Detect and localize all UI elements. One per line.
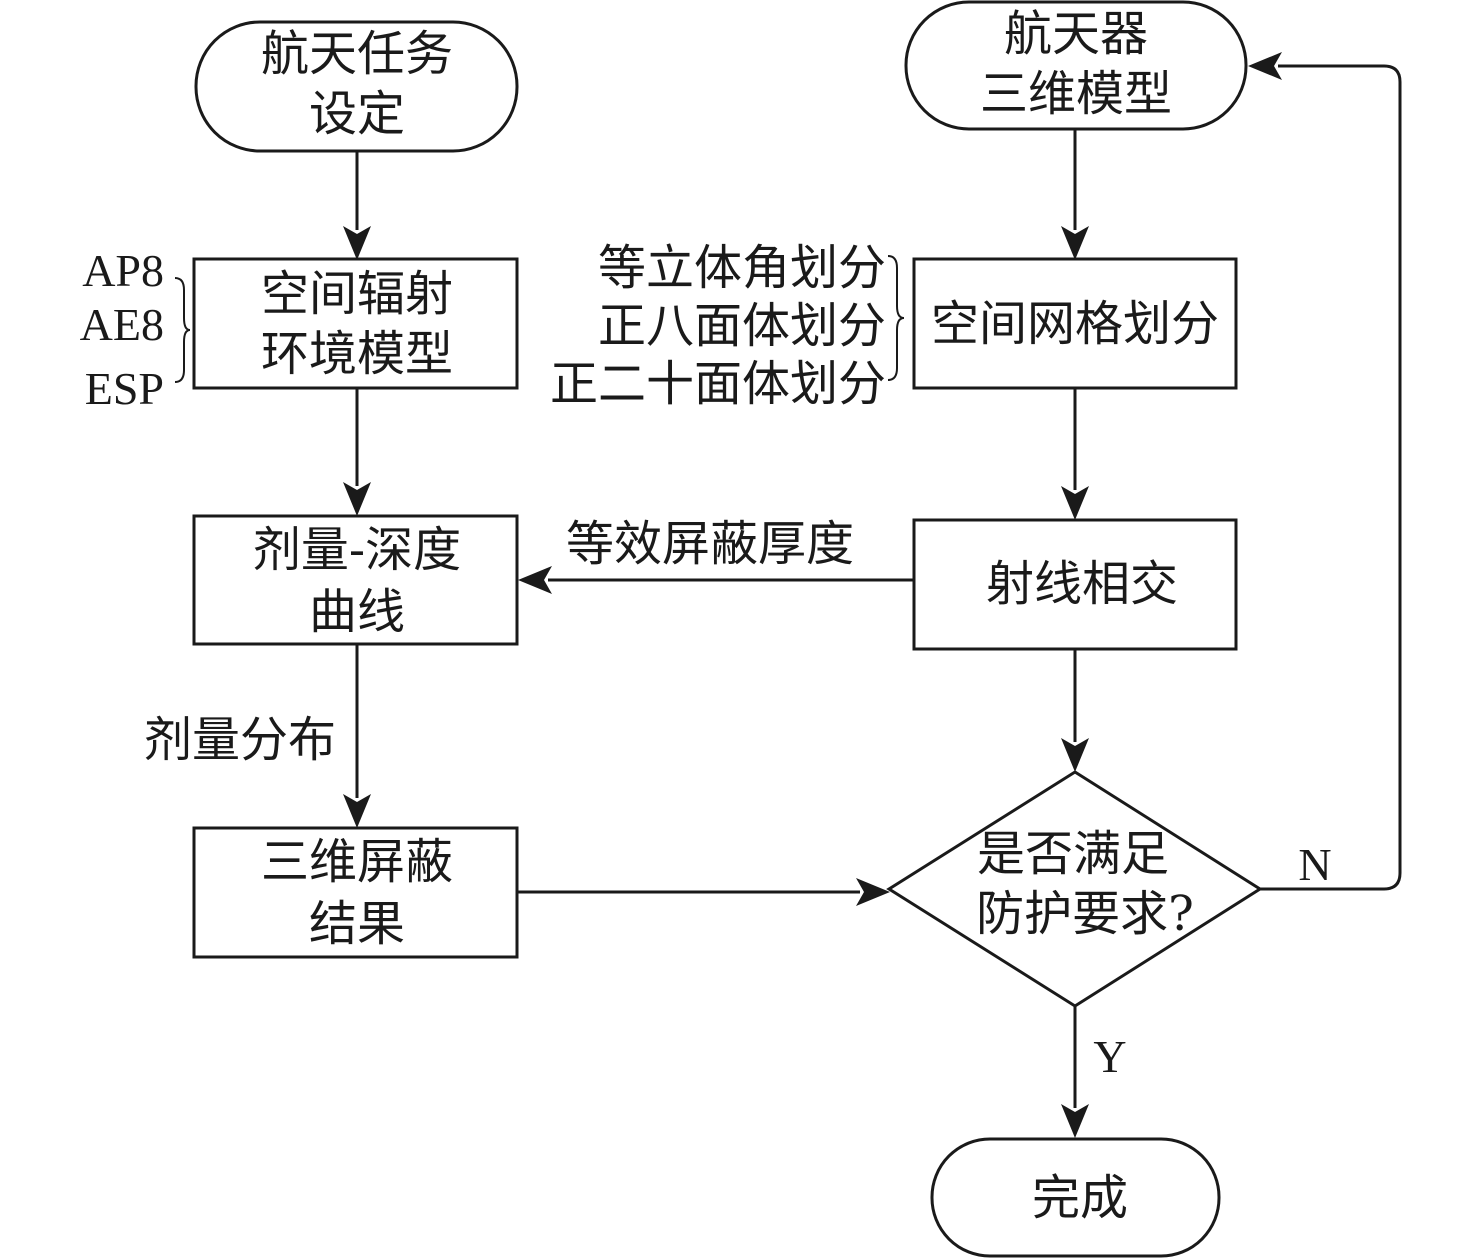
node-label: 空间网格划分 [931,296,1219,352]
annotation-label: AE8 [80,299,164,350]
node-label: 三维模型 [980,66,1172,122]
node-dose-depth-curve: 剂量-深度 曲线 [192,514,519,646]
edge-ray-trace-to-decision [1061,649,1089,772]
edge-shield-result-to-decision [518,878,890,906]
edge-label-no: N [1298,839,1331,890]
node-label: 曲线 [309,584,405,640]
arrowhead-icon [856,878,890,906]
annotation-label: 正二十面体划分 [550,356,886,412]
arrowhead-icon [518,566,552,594]
node-label: 剂量-深度 [253,522,461,578]
arrowhead-icon [343,794,371,828]
edge-label-yes: Y [1093,1031,1126,1082]
node-protection-requirement-decision: 是否满足 防护要求? [886,770,1263,1008]
node-3d-shielding-result: 三维屏蔽 结果 [192,826,519,959]
edge-spacecraft-model-to-grid-division [1061,130,1089,260]
node-label: 是否满足 [977,826,1169,882]
annotation-label: 等立体角划分 [598,240,886,296]
annotation-environment-models: AP8 AE8 ESP [80,245,191,414]
node-label: 防护要求? [976,886,1194,942]
node-space-grid-division: 空间网格划分 [912,257,1238,390]
node-label: 射线相交 [986,556,1178,612]
node-radiation-environment-model: 空间辐射 环境模型 [192,257,519,390]
edge-radiation-env-to-dose-depth [343,389,371,516]
edge-mission-to-radiation-env [343,152,371,260]
edge-decision-to-done [1061,1006,1089,1138]
node-label: 航天器 [1004,6,1148,62]
edge-label-equivalent-shield-thickness: 等效屏蔽厚度 [566,516,854,572]
arrowhead-icon [1061,226,1089,260]
arrowhead-icon [1061,486,1089,520]
node-label: 结果 [309,896,405,952]
edge-grid-division-to-ray-trace [1061,389,1089,520]
node-mission-setup: 航天任务 设定 [194,20,519,153]
edge-decision-to-spacecraft-model [1248,52,1402,891]
annotation-label: 正八面体划分 [598,298,886,354]
node-label: 设定 [309,86,405,142]
node-label: 航天任务 [261,26,453,82]
arrowhead-icon [343,482,371,516]
arrowhead-icon [1061,738,1089,772]
node-label: 空间辐射 [261,266,453,322]
edge-label-dose-distribution: 剂量分布 [144,712,336,768]
node-done: 完成 [930,1137,1221,1258]
arrowhead-icon [1248,52,1282,80]
curly-brace-icon [174,277,191,383]
node-label: 三维屏蔽 [261,834,453,890]
node-label: 完成 [1032,1170,1128,1226]
annotation-grid-methods: 等立体角划分 正八面体划分 正二十面体划分 [550,240,905,412]
arrowhead-icon [1061,1104,1089,1138]
edge-ray-trace-to-dose-depth [518,566,914,594]
node-ray-intersection: 射线相交 [912,518,1238,651]
edge-dose-depth-to-shield-result [343,645,371,828]
annotation-label: ESP [85,363,164,414]
annotation-label: AP8 [82,245,164,296]
arrowhead-icon [343,226,371,260]
node-spacecraft-3d-model: 航天器 三维模型 [904,0,1248,131]
node-label: 环境模型 [261,326,453,382]
curly-brace-icon [887,255,905,381]
